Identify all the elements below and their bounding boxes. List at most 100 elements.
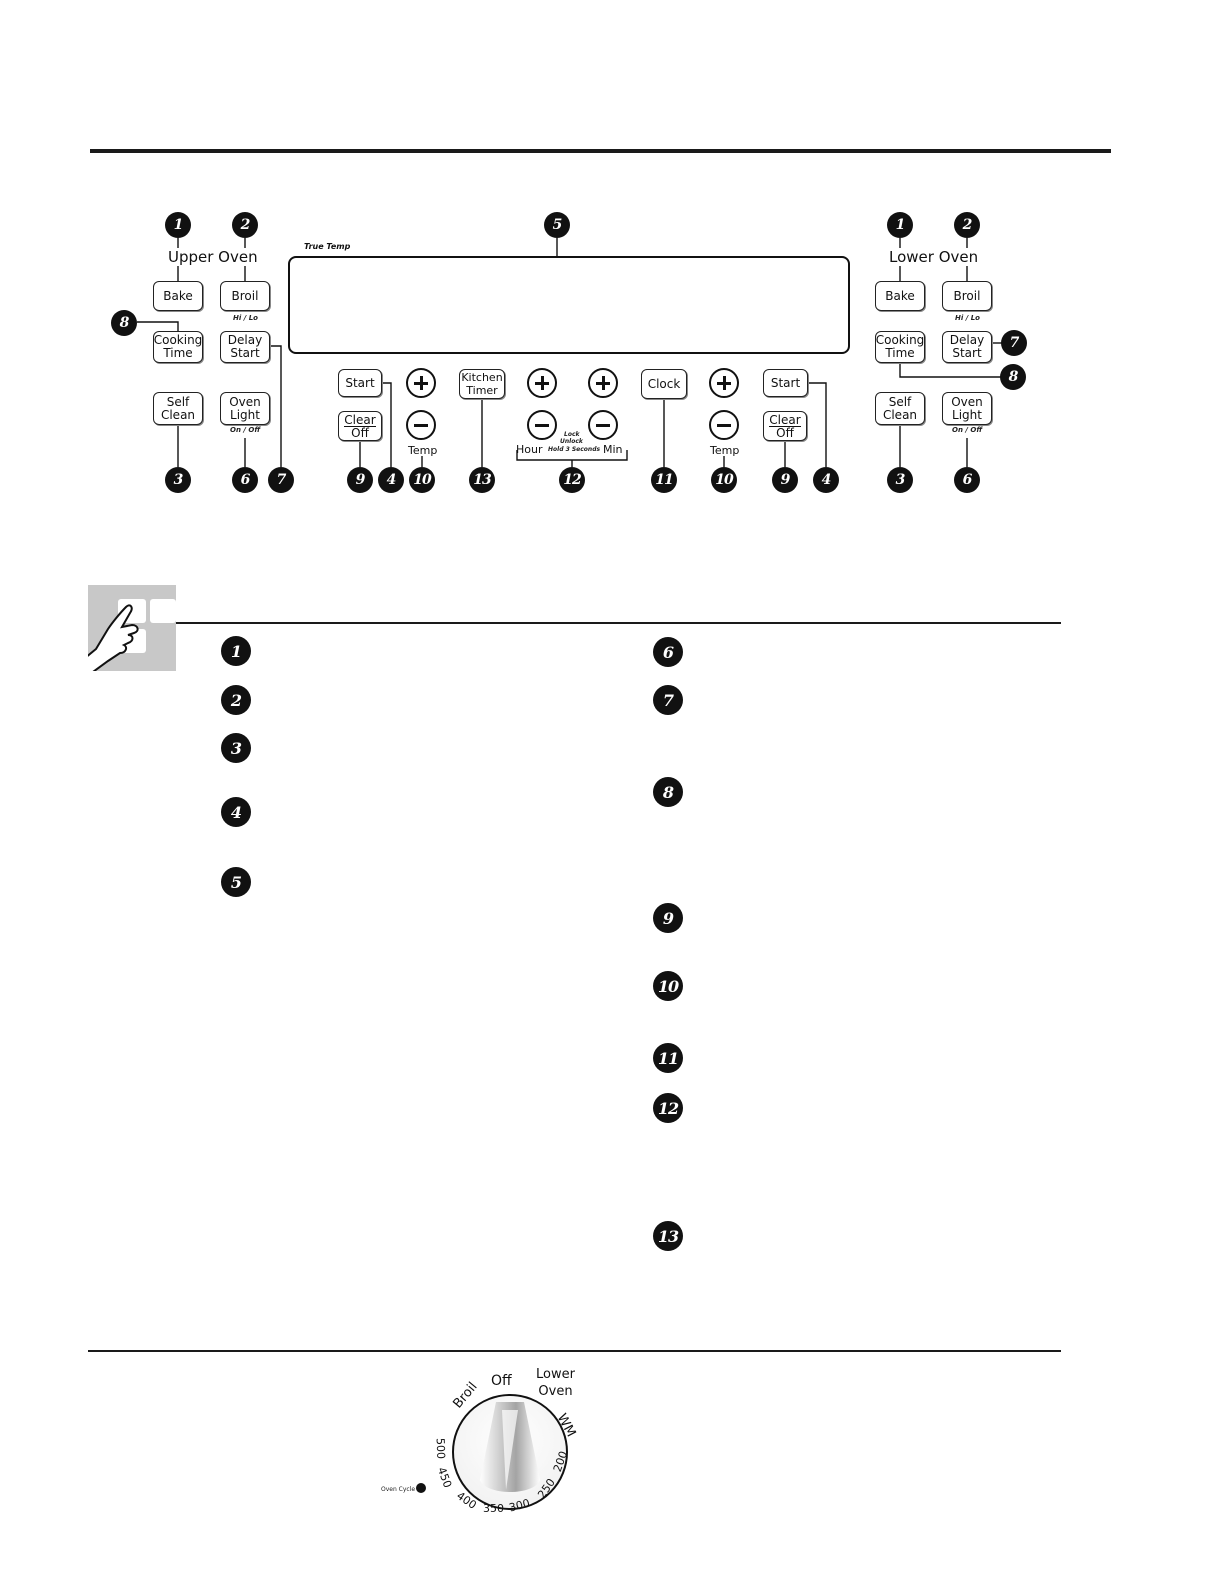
callout-1-lower: 1: [887, 212, 913, 238]
lower-off-label: Off: [776, 425, 794, 440]
callout-3-lower: 3: [887, 467, 913, 493]
list-item-3-number: 3: [221, 733, 251, 763]
knob-350-label: 350: [483, 1502, 504, 1515]
callout-2-lower: 2: [954, 212, 980, 238]
clock-button[interactable]: Clock: [641, 369, 687, 399]
clock-label: Clock: [647, 376, 681, 391]
lower-broil-label: Broil: [953, 288, 981, 303]
callout-10-lower: 10: [711, 467, 737, 493]
list-item-7-number: 7: [653, 685, 683, 715]
upper-delay-label: Delay: [227, 333, 263, 347]
lower-temp-minus-button[interactable]: [709, 410, 739, 440]
knob-off-label: Off: [491, 1373, 512, 1389]
list-item-5-number: 5: [221, 867, 251, 897]
min-label: Min: [603, 443, 623, 456]
unlock-label: Unlock: [560, 438, 583, 445]
lower-clean-label: Clean: [882, 407, 918, 422]
upper-bake-label: Bake: [163, 288, 193, 303]
lower-temp-label: Temp: [710, 444, 740, 457]
lower-broil-hilo-label: Hi / Lo: [955, 314, 980, 322]
callout-4-upper: 4: [378, 467, 404, 493]
upper-broil-hilo-label: Hi / Lo: [233, 314, 258, 322]
kitchen-label: Kitchen: [461, 371, 503, 384]
upper-broil-label: Broil: [231, 288, 259, 303]
list-item-6-number: 6: [653, 637, 683, 667]
list-item-10-number: 10: [653, 971, 683, 1001]
hour-plus-button[interactable]: [527, 368, 557, 398]
lower-broil-button[interactable]: Broil: [942, 281, 992, 311]
callout-9-lower: 9: [772, 467, 798, 493]
lock-label: Lock: [564, 431, 580, 438]
lower-self-label: Self: [888, 394, 912, 409]
upper-self-label: Self: [166, 394, 190, 409]
lower-bake-button[interactable]: Bake: [875, 281, 925, 311]
upper-oven-light-onoff-label: On / Off: [230, 426, 261, 434]
upper-broil-button[interactable]: Broil: [220, 281, 270, 311]
lower-clear-label: Clear: [769, 412, 801, 427]
oven-cycle-indicator-light: [416, 1483, 426, 1493]
knob-graphic: [452, 1394, 568, 1510]
top-rule: [90, 149, 1111, 153]
lower-bake-label: Bake: [885, 288, 915, 303]
true-temp-label: True Temp: [304, 242, 351, 251]
knob-oven-label: Oven: [538, 1384, 573, 1399]
bottom-rule: [88, 1350, 1061, 1352]
upper-clear-label: Clear: [344, 412, 376, 427]
upper-oven-label: Oven: [229, 394, 261, 409]
list-item-2-number: 2: [221, 685, 251, 715]
callout-3-upper: 3: [165, 467, 191, 493]
upper-temp-minus-button[interactable]: [406, 410, 436, 440]
list-item-13-number: 13: [653, 1221, 683, 1251]
callout-7-upper: 7: [268, 467, 294, 493]
upper-time-label: Time: [163, 346, 193, 360]
lower-oven-knob[interactable]: [440, 1380, 580, 1520]
lower-light-label: Light: [952, 407, 982, 422]
list-item-4-number: 4: [221, 797, 251, 827]
list-item-11-number: 11: [653, 1043, 683, 1073]
knob-500-label: 500: [433, 1437, 448, 1460]
list-item-8-number: 8: [653, 777, 683, 807]
list-item-9-number: 9: [653, 903, 683, 933]
callout-10-upper: 10: [409, 467, 435, 493]
list-item-12-number: 12: [653, 1093, 683, 1123]
oven-cycle-label: Oven Cycle: [381, 1486, 416, 1493]
callout-6-upper: 6: [232, 467, 258, 493]
upper-oven-title: Upper Oven: [166, 248, 260, 266]
callout-6-lower: 6: [954, 467, 980, 493]
callout-13: 13: [469, 467, 495, 493]
lower-start-button[interactable]: Start: [763, 369, 808, 397]
min-minus-button[interactable]: [588, 410, 618, 440]
min-plus-button[interactable]: [588, 368, 618, 398]
callout-8-upper: 8: [111, 310, 137, 336]
callout-11: 11: [651, 467, 677, 493]
callout-12: 12: [559, 467, 585, 493]
knob-lower-label: Lower: [536, 1367, 575, 1382]
upper-bake-button[interactable]: Bake: [153, 281, 203, 311]
upper-start-label: Start: [230, 346, 260, 360]
hour-minus-button[interactable]: [527, 410, 557, 440]
section-rule: [175, 622, 1061, 624]
upper-clean-label: Clean: [160, 407, 196, 422]
callout-5: 5: [544, 212, 570, 238]
lower-oven-label: Oven: [951, 394, 983, 409]
upper-cooking-label: Cooking: [153, 333, 203, 347]
upper-temp-plus-button[interactable]: [406, 368, 436, 398]
upper-start-button[interactable]: Start: [338, 369, 382, 397]
lower-temp-plus-button[interactable]: [709, 368, 739, 398]
callout-4-lower: 4: [813, 467, 839, 493]
lower-oven-title: Lower Oven: [887, 248, 981, 266]
lower-start-label: Start: [952, 346, 982, 360]
